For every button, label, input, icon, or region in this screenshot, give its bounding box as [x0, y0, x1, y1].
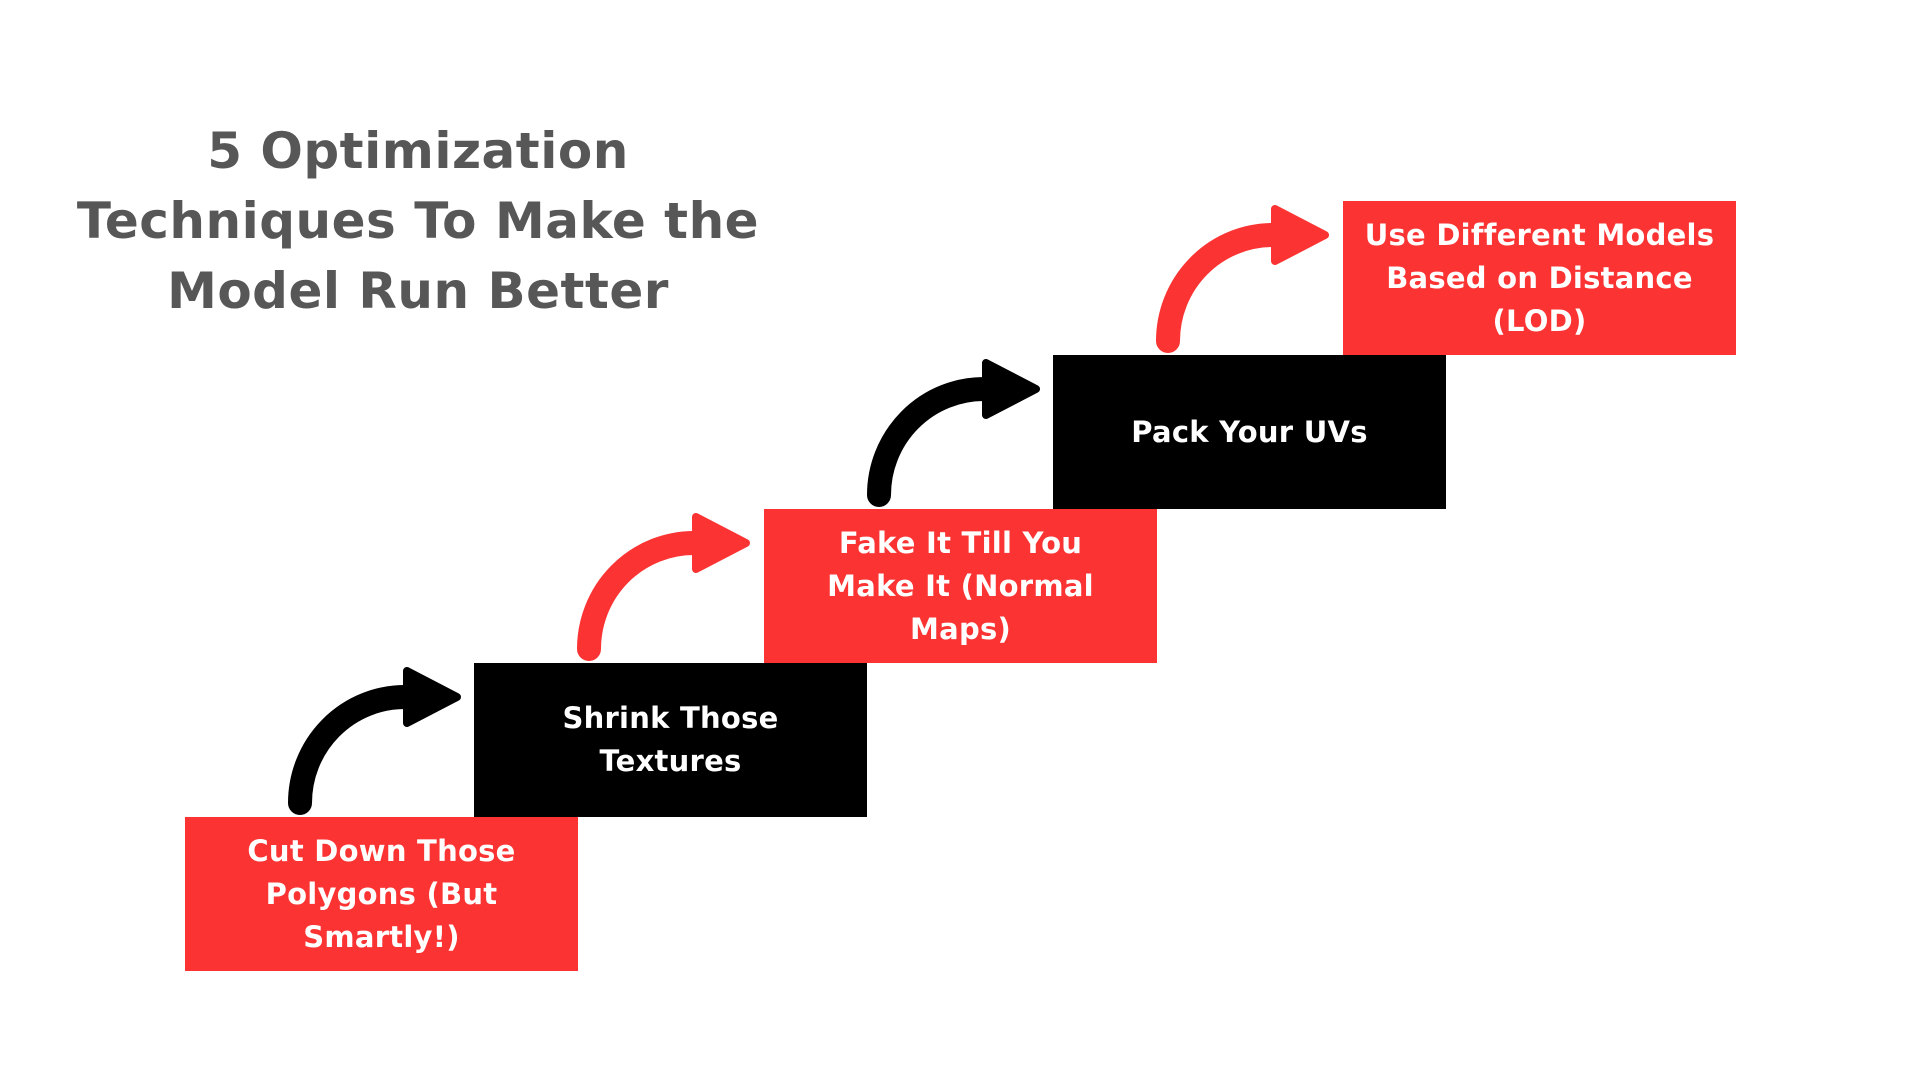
step-box-1: Cut Down Those Polygons (But Smartly!) — [185, 817, 578, 971]
arrow-head — [692, 513, 750, 573]
page-title-line: Techniques To Make the — [76, 192, 760, 250]
step-box-5-label: Based on Distance — [1386, 260, 1693, 295]
page-title-line: 5 Optimization — [207, 122, 629, 180]
arrow-shaft — [288, 685, 417, 815]
arrow-head — [403, 667, 461, 727]
step-box-3-label: Fake It Till You — [838, 525, 1083, 560]
step-box-4-label: Pack Your UVs — [1131, 414, 1368, 449]
step-box-2-label: Textures — [599, 744, 742, 778]
step-box-5-label: Use Different Models — [1364, 217, 1715, 252]
arrow-shaft — [577, 531, 706, 661]
arrow-head — [982, 359, 1040, 419]
arrow-shaft — [867, 377, 996, 507]
step-box-3: Fake It Till You Make It (Normal Maps) — [764, 509, 1157, 663]
curved-up-right-arrow-icon — [577, 513, 750, 661]
curved-up-right-arrow-icon — [1156, 205, 1329, 353]
step-box-4: Pack Your UVs — [1053, 355, 1446, 509]
step-box-2: Shrink Those Textures — [474, 663, 867, 817]
step-box-3-label: Make It (Normal — [827, 568, 1094, 603]
curved-up-right-arrow-icon — [867, 359, 1040, 507]
arrow-head — [1271, 205, 1329, 265]
step-box-3-label: Maps) — [910, 611, 1011, 646]
step-box-2-label: Shrink Those — [562, 701, 779, 735]
page-title: 5 Optimization Techniques To Make the Mo… — [28, 116, 808, 326]
arrow-shaft — [1156, 223, 1285, 353]
step-box-1-label: Smartly!) — [303, 919, 460, 954]
step-box-1-label: Cut Down Those — [247, 833, 516, 868]
step-box-1-label: Polygons (But — [265, 876, 498, 911]
page-title-line: Model Run Better — [167, 262, 669, 320]
step-box-5: Use Different Models Based on Distance (… — [1343, 201, 1736, 355]
step-box-5-label: (LOD) — [1492, 303, 1587, 338]
curved-up-right-arrow-icon — [288, 667, 461, 815]
